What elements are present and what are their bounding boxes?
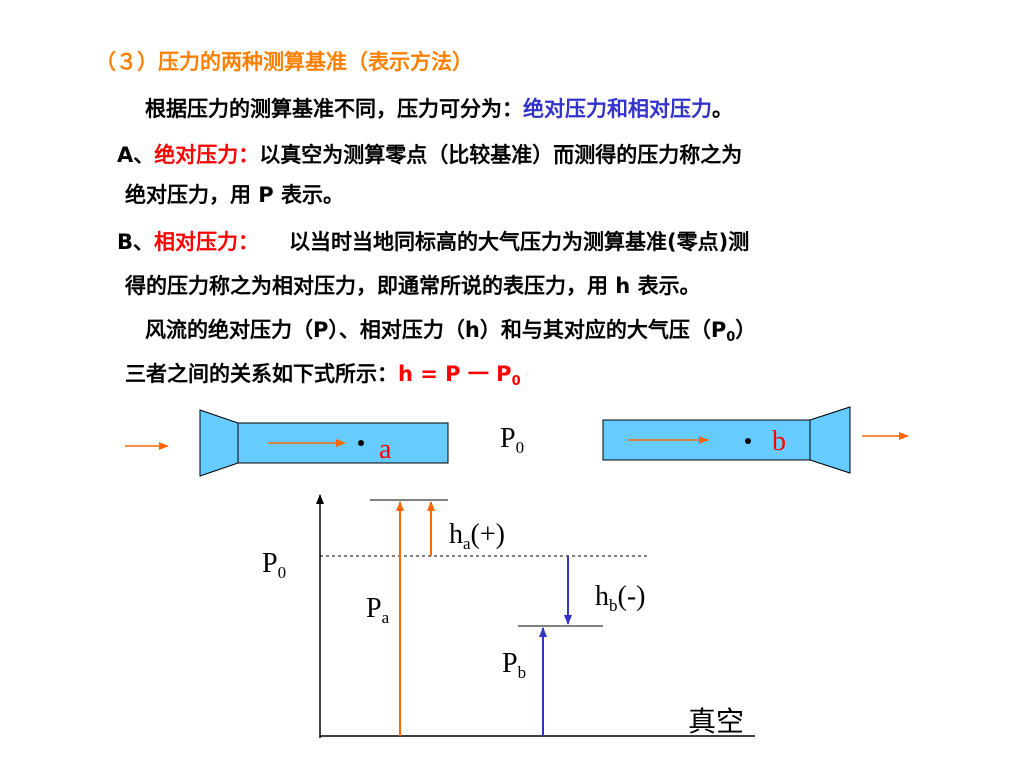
label-p0-axis: P0 [262,548,286,582]
relation-line1: 风流的绝对压力（P）、相对压力（h）和与其对应的大气压（P0） [145,318,757,345]
duct-b [602,406,909,474]
relation-line2: 三者之间的关系如下式所示：h = P 一 P0 [125,362,521,389]
pressure-formula: h = P 一 P0 [398,362,521,389]
label-pb: Pb [502,648,526,682]
label-ha: ha(+) [449,519,505,553]
label-a: a [379,434,392,465]
highlight-terms: 绝对压力和相对压力 [523,97,712,121]
duct-b-outlet [809,406,851,474]
label-hb: hb(-) [595,581,645,615]
label-p0-top: P0 [500,423,524,457]
section-heading: （３）压力的两种测算基准（表示方法） [95,50,473,74]
absolute-pressure-definition-line2: 绝对压力，用 P 表示。 [125,183,345,207]
relative-pressure-definition-line1: B、相对压力：以当时当地同标高的大气压力为测算基准(零点)测 [117,230,750,254]
duct-a-inlet [199,409,239,477]
duct-a [125,409,449,477]
relative-pressure-definition-line2: 得的压力称之为相对压力，即通常所说的表压力，用 h 表示。 [125,274,701,298]
point-a-dot [358,440,364,446]
absolute-pressure-term: 绝对压力： [154,143,260,167]
label-pa: Pa [366,593,390,627]
label-vacuum: 真空 [688,705,744,738]
intro-line: 根据压力的测算基准不同，压力可分为：绝对压力和相对压力。 [145,97,733,121]
point-b-dot [745,438,751,444]
relative-pressure-term: 相对压力： [154,230,260,254]
absolute-pressure-definition-line1: A、绝对压力：以真空为测算零点（比较基准）而测得的压力称之为 [117,143,743,167]
label-b: b [772,426,786,457]
